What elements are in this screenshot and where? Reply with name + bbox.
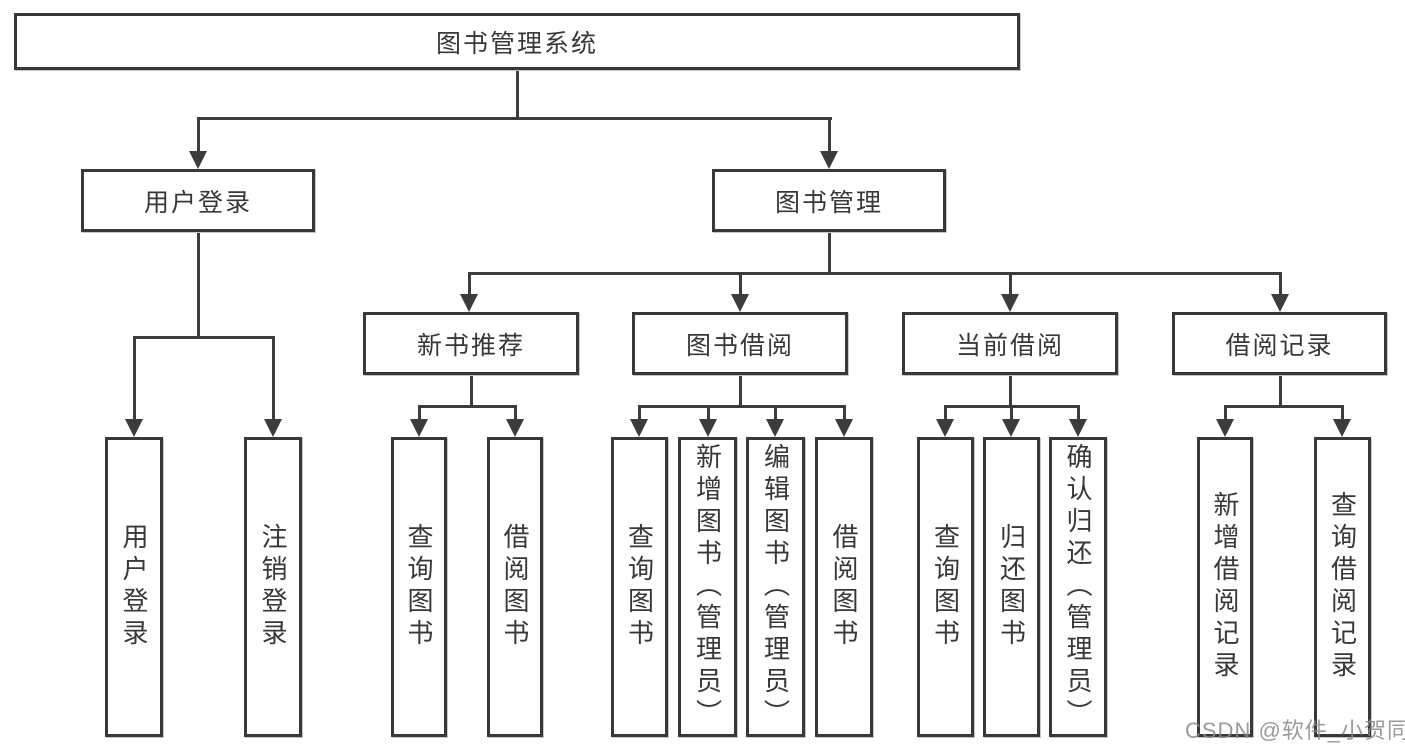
leaf-add-borrow-record-label: 新增借阅记录: [1210, 491, 1240, 683]
connector-borrowing-stub: [739, 375, 742, 406]
connector-arrow-bbadd-stem: [707, 405, 710, 421]
connector-arrow-bbquery-stem: [638, 405, 641, 421]
leaf-user-login-label: 用户登录: [119, 523, 149, 651]
connector-current-stub: [1009, 375, 1012, 406]
leaf-query-borrow-record-label: 查询借阅记录: [1327, 491, 1358, 683]
connector-arrow-bradd-stem: [1224, 405, 1227, 421]
arrow-head-login: [125, 419, 143, 437]
node-user-login: 用户登录: [81, 169, 315, 232]
node-root-label: 图书管理系统: [435, 29, 598, 58]
connector-arrow-brquery-stem: [1341, 405, 1344, 421]
arrow-head-newbooks: [460, 294, 478, 312]
arrow-head-bbquery: [630, 419, 648, 437]
connector-level1-bar: [197, 117, 832, 120]
leaf-return-book-label: 归还图书: [996, 523, 1027, 651]
connector-arrow-current-stem: [1009, 272, 1012, 296]
connector-userlogin-bar: [133, 336, 275, 339]
arrow-head-current: [1001, 294, 1019, 312]
arrow-head-nbquery: [410, 419, 428, 437]
node-current-borrowing-label: 当前借阅: [955, 331, 1064, 360]
csdn-watermark: CSDN @软件_小贺同学: [1185, 718, 1405, 743]
connector-arrow-records-stem: [1279, 272, 1282, 296]
leaf-newbooks-borrow-books-label: 借阅图书: [500, 523, 530, 651]
node-book-borrowing: 图书借阅: [632, 312, 848, 375]
node-borrow-records-label: 借阅记录: [1225, 331, 1334, 360]
leaf-newbooks-query-books-label: 查询图书: [404, 523, 434, 651]
leaf-edit-book-admin: 编辑图书（管理员）: [746, 437, 805, 737]
node-root: 图书管理系统: [14, 13, 1020, 70]
connector-arrow-cbquery-stem: [944, 405, 947, 421]
leaf-borrowing-borrow-books-label: 借阅图书: [829, 523, 859, 651]
arrow-head-bbborrow: [835, 419, 853, 437]
node-new-book-recommend-label: 新书推荐: [416, 331, 525, 360]
arrow-head-bradd: [1216, 419, 1234, 437]
leaf-add-borrow-record: 新增借阅记录: [1197, 437, 1253, 737]
connector-newbooks-stub: [470, 375, 473, 406]
arrow-head-cbquery: [936, 419, 954, 437]
leaf-borrowing-query-books: 查询图书: [611, 437, 668, 737]
leaf-newbooks-query-books: 查询图书: [391, 437, 447, 737]
node-borrow-records: 借阅记录: [1172, 312, 1387, 375]
connector-bookmgmt-stub: [828, 232, 831, 273]
connector-records-stub: [1279, 375, 1282, 406]
leaf-user-login: 用户登录: [105, 437, 163, 737]
connector-userlogin-stub: [197, 232, 200, 337]
node-user-login-label: 用户登录: [143, 188, 252, 217]
connector-arrow-bbborrow-stem: [843, 405, 846, 421]
node-current-borrowing: 当前借阅: [902, 312, 1118, 375]
connector-arrow-login-stem: [133, 336, 136, 421]
leaf-return-book: 归还图书: [983, 437, 1040, 737]
connector-arrow-cbreturn-stem: [1010, 405, 1013, 421]
arrow-head-bookmgmt: [820, 151, 838, 169]
connector-arrow-borrowing-stem: [739, 272, 742, 296]
leaf-borrowing-borrow-books: 借阅图书: [815, 437, 873, 737]
connector-arrow-cbconfirm-stem: [1077, 405, 1080, 421]
connector-arrow-nbquery-stem: [418, 405, 421, 421]
leaf-query-borrow-record: 查询借阅记录: [1314, 437, 1371, 737]
leaf-add-book-admin: 新增图书（管理员）: [678, 437, 737, 737]
leaf-edit-book-admin-label: 编辑图书（管理员）: [760, 443, 791, 731]
arrow-head-nbborrow: [506, 419, 524, 437]
leaf-confirm-return-admin-label: 确认归还（管理员）: [1063, 443, 1093, 731]
leaf-current-query-books-label: 查询图书: [930, 523, 961, 651]
arrow-head-logout: [264, 419, 282, 437]
arrow-head-borrowing: [731, 294, 749, 312]
connector-arrow-nbborrow-stem: [514, 405, 517, 421]
arrow-head-brquery: [1333, 419, 1351, 437]
connector-arrow-bookmgmt-stem: [828, 117, 831, 155]
connector-newbooks-bar: [418, 405, 517, 408]
connector-root-stub: [516, 69, 519, 118]
connector-records-bar: [1224, 405, 1344, 408]
connector-level3-bar: [468, 272, 1282, 275]
arrow-head-userlogin: [189, 151, 207, 169]
arrow-head-bbedit: [766, 419, 784, 437]
connector-borrowing-bar: [638, 405, 846, 408]
node-book-management: 图书管理: [712, 169, 946, 232]
arrow-head-records: [1271, 294, 1289, 312]
node-new-book-recommend: 新书推荐: [363, 312, 579, 375]
leaf-add-book-admin-label: 新增图书（管理员）: [692, 443, 723, 731]
connector-arrow-newbooks-stem: [468, 272, 471, 296]
connector-arrow-userlogin-stem: [197, 117, 200, 155]
arrow-head-bbadd: [699, 419, 717, 437]
node-book-borrowing-label: 图书借阅: [685, 331, 794, 360]
arrow-head-cbconfirm: [1069, 419, 1087, 437]
leaf-logout: 注销登录: [244, 437, 302, 737]
connector-arrow-bbedit-stem: [774, 405, 777, 421]
arrow-head-cbreturn: [1002, 419, 1020, 437]
connector-arrow-logout-stem: [272, 336, 275, 421]
leaf-confirm-return-admin: 确认归还（管理员）: [1049, 437, 1107, 737]
leaf-current-query-books: 查询图书: [917, 437, 974, 737]
leaf-logout-label: 注销登录: [258, 523, 288, 651]
leaf-newbooks-borrow-books: 借阅图书: [487, 437, 543, 737]
node-book-management-label: 图书管理: [774, 188, 883, 217]
leaf-borrowing-query-books-label: 查询图书: [624, 523, 655, 651]
